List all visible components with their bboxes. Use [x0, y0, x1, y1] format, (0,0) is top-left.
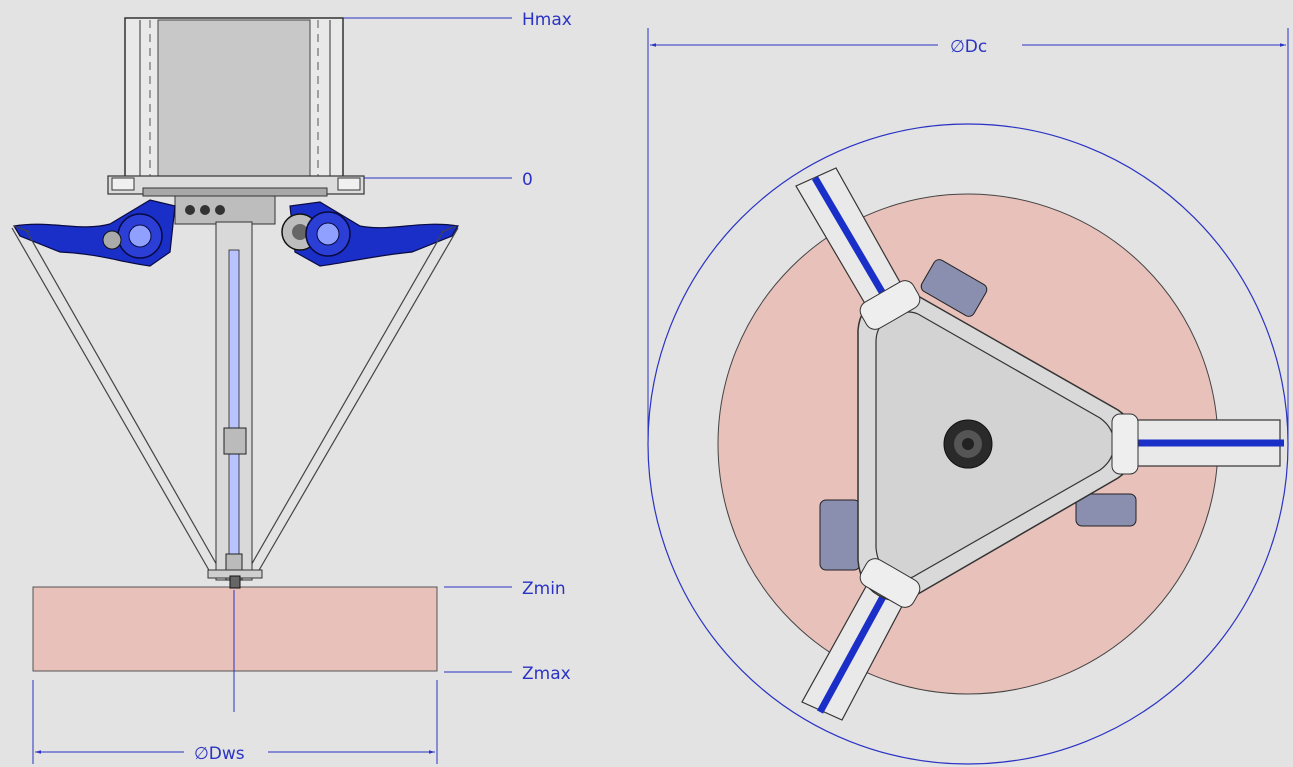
- center-fan: [943, 419, 993, 469]
- triangular-frame: [857, 280, 1139, 608]
- top-view: ∅Dc: [647, 28, 1289, 765]
- telescopic-shaft: [215, 221, 253, 581]
- forearm-rods: [11, 225, 459, 575]
- dws-label: ∅Dws: [194, 744, 245, 764]
- end-effector: [207, 569, 263, 589]
- zmin-label: Zmin: [522, 579, 566, 599]
- hmax-label: Hmax: [522, 10, 572, 30]
- motor-housing: [107, 17, 365, 197]
- workspace-block: [32, 586, 438, 672]
- side-view: Hmax 0 Zmin Zmax ∅Dws: [11, 10, 572, 764]
- right-upper-arm: [281, 201, 459, 267]
- left-upper-arm: [13, 199, 176, 267]
- zero-label: 0: [522, 170, 533, 190]
- dc-label: ∅Dc: [950, 37, 987, 57]
- zmax-label: Zmax: [522, 664, 571, 684]
- top-arm-right: [1075, 419, 1284, 527]
